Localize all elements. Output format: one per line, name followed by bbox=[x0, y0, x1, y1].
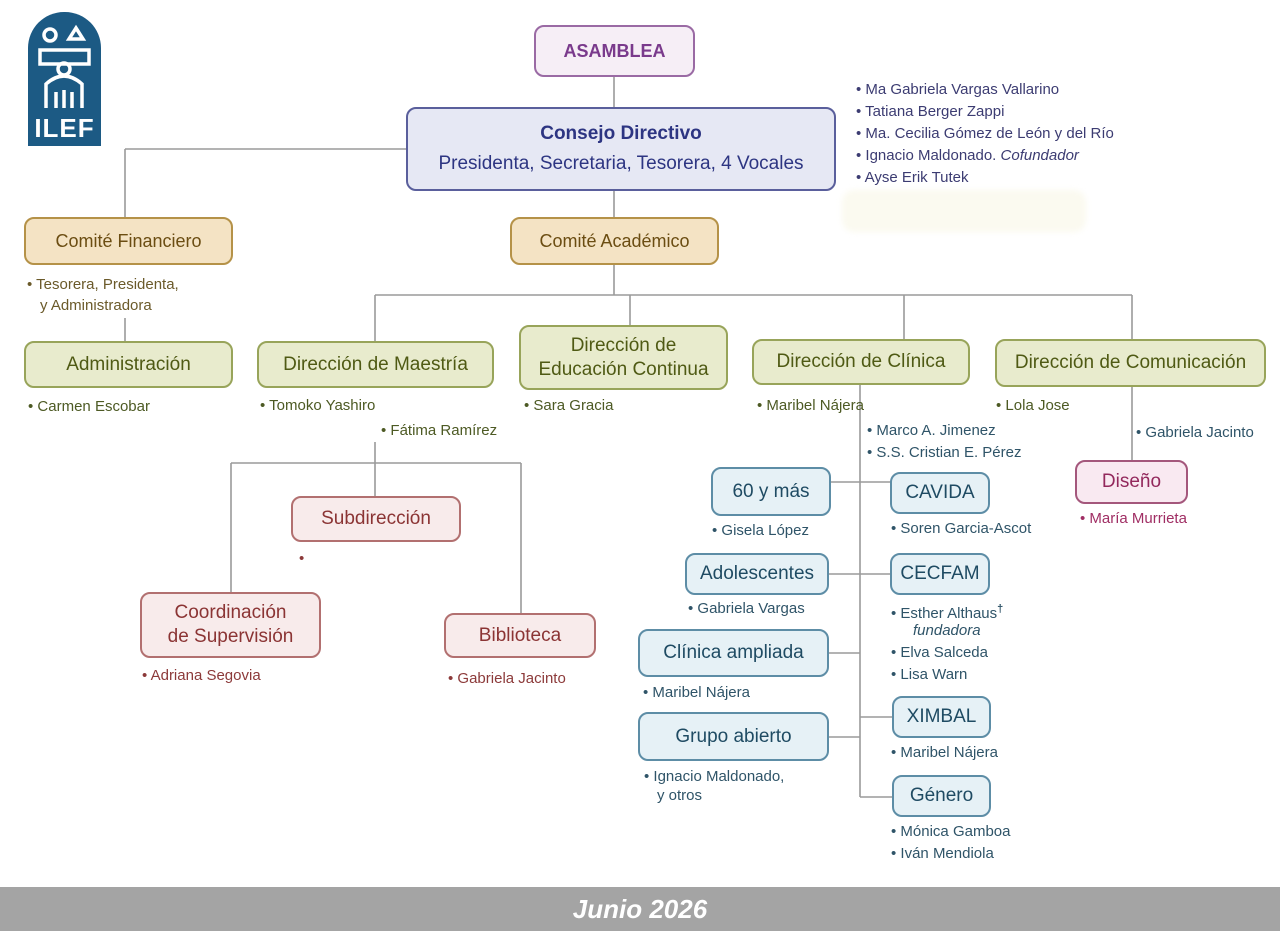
diseno-person: María Murrieta bbox=[1080, 508, 1187, 530]
cecfam-person: Elva Salceda bbox=[891, 642, 988, 664]
clinica-person: Maribel Nájera bbox=[757, 395, 864, 417]
consejo-member: Ma. Cecilia Gómez de León y del Río bbox=[856, 123, 1113, 145]
genero-person: Iván Mendiola bbox=[891, 843, 993, 865]
sesenta-y-mas-box: 60 y más bbox=[711, 467, 831, 516]
ximbal-person: Maribel Nájera bbox=[891, 742, 998, 764]
coordinacion-person: Adriana Segovia bbox=[142, 665, 261, 687]
grupo-abierto-box: Grupo abierto bbox=[638, 712, 829, 761]
comunicacion-person: Gabriela Jacinto bbox=[1136, 422, 1253, 444]
genero-box: Género bbox=[892, 775, 991, 817]
educacion-label-2: Educación Continua bbox=[538, 358, 709, 380]
diseno-box: Diseño bbox=[1075, 460, 1188, 504]
coordinacion-label-1: Coordinación bbox=[174, 602, 287, 624]
grupo-abierto-person-2: y otros bbox=[657, 787, 703, 804]
administracion-box: Administración bbox=[24, 341, 233, 388]
consejo-title: Consejo Directivo bbox=[540, 123, 702, 145]
footer-date: Junio 2026 bbox=[0, 887, 1280, 931]
consejo-member-cofundador: Ignacio Maldonado. Cofundador bbox=[856, 145, 1079, 167]
asamblea-box: ASAMBLEA bbox=[534, 25, 695, 77]
ximbal-box: XIMBAL bbox=[892, 696, 991, 738]
adolescentes-box: Adolescentes bbox=[685, 553, 829, 595]
comunicacion-person: Lola Jose bbox=[996, 395, 1069, 417]
comite-financiero-members-2: y Administradora bbox=[40, 297, 152, 314]
adolescentes-person: Gabriela Vargas bbox=[688, 598, 804, 620]
biblioteca-person: Gabriela Jacinto bbox=[448, 668, 565, 690]
grupo-abierto-person: Ignacio Maldonado, bbox=[644, 766, 784, 788]
coordinacion-supervision-box: Coordinación de Supervisión bbox=[140, 592, 321, 658]
cecfam-person-1: Esther Althaus† bbox=[891, 598, 1003, 625]
cecfam-note: fundadora bbox=[913, 622, 981, 639]
cecfam-person: Esther Althaus bbox=[891, 605, 997, 622]
consejo-subtitle: Presidenta, Secretaria, Tesorera, 4 Voca… bbox=[438, 153, 804, 174]
comite-academico-box: Comité Académico bbox=[510, 217, 719, 265]
consejo-member: Tatiana Berger Zappi bbox=[856, 101, 1004, 123]
subdireccion-person bbox=[299, 548, 304, 570]
maestria-box: Dirección de Maestría bbox=[257, 341, 494, 388]
blurred-members bbox=[842, 190, 1086, 232]
consejo-directivo-box: Consejo Directivo Presidenta, Secretaria… bbox=[406, 107, 836, 191]
administracion-person: Carmen Escobar bbox=[28, 396, 150, 418]
comite-financiero-members: Tesorera, Presidenta, bbox=[27, 274, 179, 296]
clinica-box: Dirección de Clínica bbox=[752, 339, 970, 385]
educacion-label-1: Dirección de bbox=[570, 334, 677, 356]
sesenta-person: Gisela López bbox=[712, 520, 809, 542]
cavida-person: Soren Garcia-Ascot bbox=[891, 518, 1031, 540]
cecfam-box: CECFAM bbox=[890, 553, 990, 595]
clinica-ampliada-box: Clínica ampliada bbox=[638, 629, 829, 677]
logo-text: ILEF bbox=[34, 113, 95, 143]
people-icon bbox=[38, 24, 91, 108]
cavida-box: CAVIDA bbox=[890, 472, 990, 514]
dagger-mark: † bbox=[997, 603, 1004, 615]
ilef-logo: ILEF bbox=[28, 12, 101, 146]
maestria-person: Fátima Ramírez bbox=[381, 420, 497, 442]
consejo-member: Ignacio Maldonado. bbox=[856, 147, 996, 164]
cecfam-person: Lisa Warn bbox=[891, 664, 967, 686]
maestria-person: Tomoko Yashiro bbox=[260, 395, 375, 417]
comite-financiero-box: Comité Financiero bbox=[24, 217, 233, 265]
cofundador-note: Cofundador bbox=[1000, 147, 1079, 164]
educacion-continua-box: Dirección de Educación Continua bbox=[519, 325, 728, 390]
comunicacion-box: Dirección de Comunicación bbox=[995, 339, 1266, 387]
biblioteca-box: Biblioteca bbox=[444, 613, 596, 658]
genero-person: Mónica Gamboa bbox=[891, 821, 1010, 843]
clinica-person: S.S. Cristian E. Pérez bbox=[867, 442, 1021, 464]
educacion-person: Sara Gracia bbox=[524, 395, 613, 417]
coordinacion-label-2: de Supervisión bbox=[167, 626, 294, 647]
consejo-member: Ma Gabriela Vargas Vallarino bbox=[856, 79, 1059, 101]
subdireccion-box: Subdirección bbox=[291, 496, 461, 542]
consejo-member: Ayse Erik Tutek bbox=[856, 167, 969, 189]
clinica-person: Marco A. Jimenez bbox=[867, 420, 995, 442]
clinica-ampliada-person: Maribel Nájera bbox=[643, 682, 750, 704]
